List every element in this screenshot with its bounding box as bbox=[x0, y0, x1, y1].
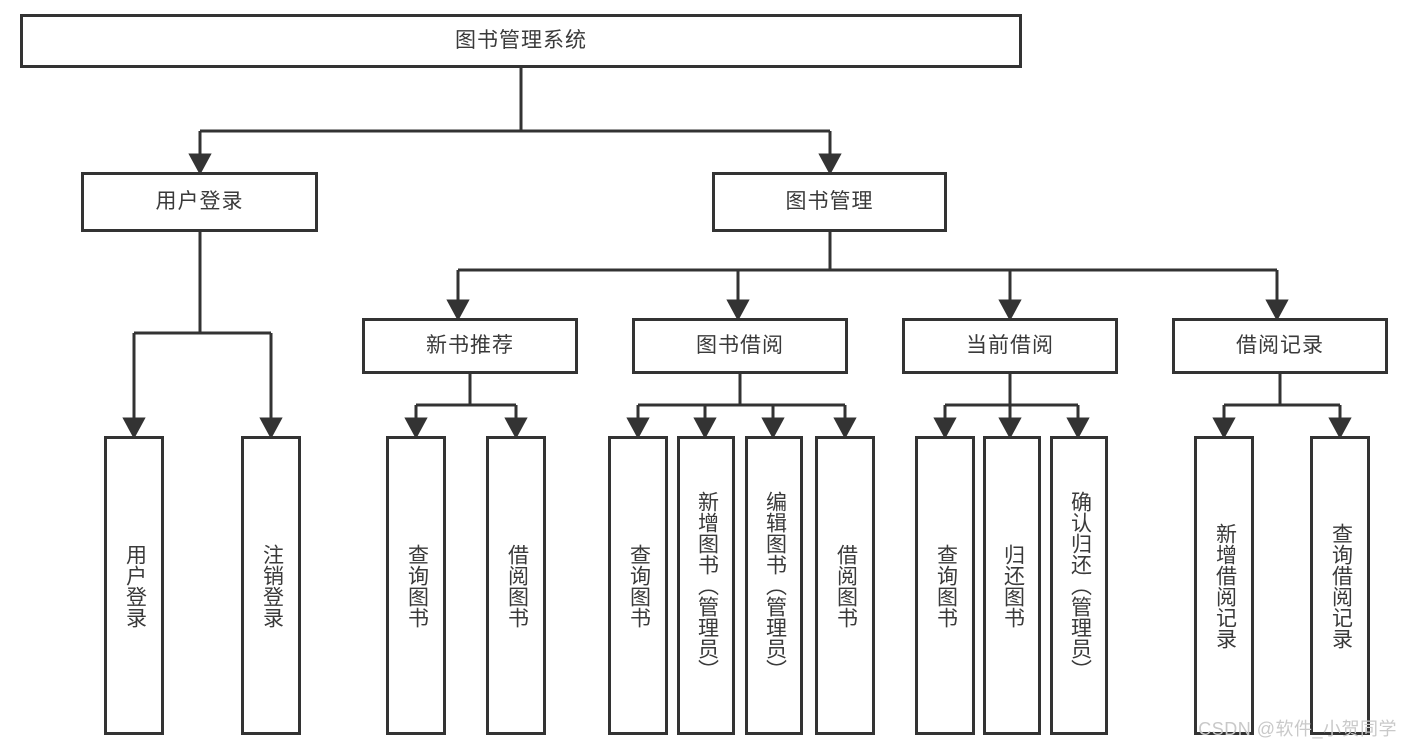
node-label: 新增图书（管理员） bbox=[695, 491, 719, 680]
node-label: 借阅图书 bbox=[505, 543, 529, 628]
leaf-book-borrow-add[interactable]: 新增图书（管理员） bbox=[677, 436, 735, 735]
leaf-new-book-borrow[interactable]: 借阅图书 bbox=[486, 436, 546, 735]
leaf-current-borrow-return[interactable]: 归还图书 bbox=[983, 436, 1041, 735]
leaf-book-borrow-edit[interactable]: 编辑图书（管理员） bbox=[745, 436, 803, 735]
node-label: 查询图书 bbox=[934, 543, 958, 628]
leaf-borrow-record-add[interactable]: 新增借阅记录 bbox=[1194, 436, 1254, 735]
node-label: 当前借阅 bbox=[966, 334, 1054, 358]
node-label: 编辑图书（管理员） bbox=[763, 491, 787, 680]
leaf-current-borrow-confirm-return[interactable]: 确认归还（管理员） bbox=[1050, 436, 1108, 735]
leaf-book-borrow-query[interactable]: 查询图书 bbox=[608, 436, 668, 735]
node-label: 图书管理系统 bbox=[455, 29, 587, 53]
leaf-new-book-query[interactable]: 查询图书 bbox=[386, 436, 446, 735]
node-label: 用户登录 bbox=[123, 543, 147, 628]
node-user-login[interactable]: 用户登录 bbox=[81, 172, 318, 232]
node-label: 新书推荐 bbox=[426, 334, 514, 358]
watermark-text: CSDN @软件_小贺同学 bbox=[1198, 719, 1397, 739]
node-label: 新增借阅记录 bbox=[1213, 522, 1237, 649]
node-label: 查询借阅记录 bbox=[1329, 522, 1353, 649]
node-label: 借阅记录 bbox=[1236, 334, 1324, 358]
node-label: 图书管理 bbox=[785, 190, 874, 214]
leaf-current-borrow-query[interactable]: 查询图书 bbox=[915, 436, 975, 735]
leaf-borrow-record-query[interactable]: 查询借阅记录 bbox=[1310, 436, 1370, 735]
leaf-user-login-login[interactable]: 用户登录 bbox=[104, 436, 164, 735]
node-label: 确认归还（管理员） bbox=[1068, 491, 1092, 680]
node-book-borrow[interactable]: 图书借阅 bbox=[632, 318, 848, 374]
node-label: 注销登录 bbox=[260, 543, 284, 628]
node-book-management[interactable]: 图书管理 bbox=[712, 172, 947, 232]
leaf-book-borrow-borrow[interactable]: 借阅图书 bbox=[815, 436, 875, 735]
node-label: 查询图书 bbox=[405, 543, 429, 628]
node-borrow-record[interactable]: 借阅记录 bbox=[1172, 318, 1388, 374]
node-label: 归还图书 bbox=[1001, 543, 1025, 628]
node-label: 查询图书 bbox=[627, 543, 651, 628]
node-new-book-recommend[interactable]: 新书推荐 bbox=[362, 318, 578, 374]
node-label: 借阅图书 bbox=[834, 543, 858, 628]
node-current-borrow[interactable]: 当前借阅 bbox=[902, 318, 1118, 374]
node-root-system[interactable]: 图书管理系统 bbox=[20, 14, 1022, 68]
leaf-user-login-logout[interactable]: 注销登录 bbox=[241, 436, 301, 735]
node-label: 图书借阅 bbox=[696, 334, 784, 358]
node-label: 用户登录 bbox=[155, 190, 244, 214]
